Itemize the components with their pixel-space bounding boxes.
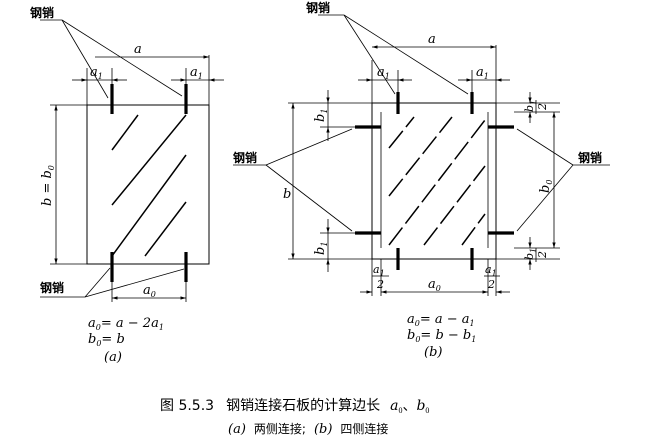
- pin-label-a-top: 钢销: [30, 5, 54, 20]
- dim-b1-bottom-b: b1: [313, 242, 329, 255]
- dim-b0-b: b0: [538, 180, 554, 193]
- half-bottom-right-a: 2: [487, 278, 495, 291]
- dim-a1-half-bl: a1: [373, 263, 385, 278]
- dim-a0-b: a0: [428, 277, 441, 293]
- plate-a: [86, 104, 210, 265]
- dim-b-b: b: [283, 187, 291, 202]
- pin-label-b-top: 钢销: [306, 0, 330, 15]
- dim-a1-half-br: a1: [485, 263, 497, 278]
- dim-b1-half-bottom: b1: [523, 248, 538, 260]
- dim-a1-right-a: a1: [190, 65, 203, 81]
- dim-b1-top-b: b1: [313, 109, 329, 122]
- hatch-a: [111, 114, 187, 257]
- diagram-a: a a1 a1 b = b0 a0 钢销 钢销 a0= a − 2a1 b0= …: [30, 5, 224, 365]
- label-a: (a): [104, 350, 122, 365]
- figure-caption: 图 5.5.3 钢销连接石板的计算边长 a0、b0 (a) 两侧连接; (b) …: [160, 397, 429, 437]
- hatch-b: [388, 116, 486, 246]
- pins-b: [355, 92, 514, 270]
- pin-label-b-left: 钢销: [233, 150, 257, 165]
- dim-b-eq-b0-a: b = b0: [40, 165, 56, 206]
- caption-line1: 图 5.5.3 钢销连接石板的计算边长 a0、b0: [160, 397, 429, 415]
- dim-a1-left-a: a1: [90, 65, 103, 81]
- formula-a0-b: a0= a − a1: [407, 312, 475, 328]
- half-bottom-right: 2: [536, 251, 549, 259]
- pin-label-a-bottom: 钢销: [40, 280, 64, 295]
- half-bottom-left: 2: [376, 278, 384, 291]
- pin-label-b-right: 钢销: [578, 150, 602, 165]
- diagram-b: a a1 a1 b b1 b1 b0: [233, 0, 610, 360]
- dim-b1-half-top: b1: [523, 100, 538, 112]
- formula-b0-b: b0= b − b1: [407, 328, 476, 344]
- dim-a1-right-b: a1: [476, 65, 489, 81]
- dim-a-a: a: [134, 42, 142, 57]
- dim-a-b: a: [428, 32, 436, 47]
- dim-a1-left-b: a1: [377, 65, 390, 81]
- caption-line2: (a) 两侧连接; (b) 四侧连接: [228, 420, 388, 437]
- formula-b0-a: b0= b: [88, 332, 125, 348]
- formula-a0-a: a0= a − 2a1: [88, 316, 164, 332]
- label-b: (b): [424, 345, 442, 360]
- plate-b: [371, 102, 497, 260]
- half-top-right: 2: [536, 103, 549, 111]
- pins-a: [110, 84, 188, 282]
- dim-a0-a: a0: [143, 283, 156, 299]
